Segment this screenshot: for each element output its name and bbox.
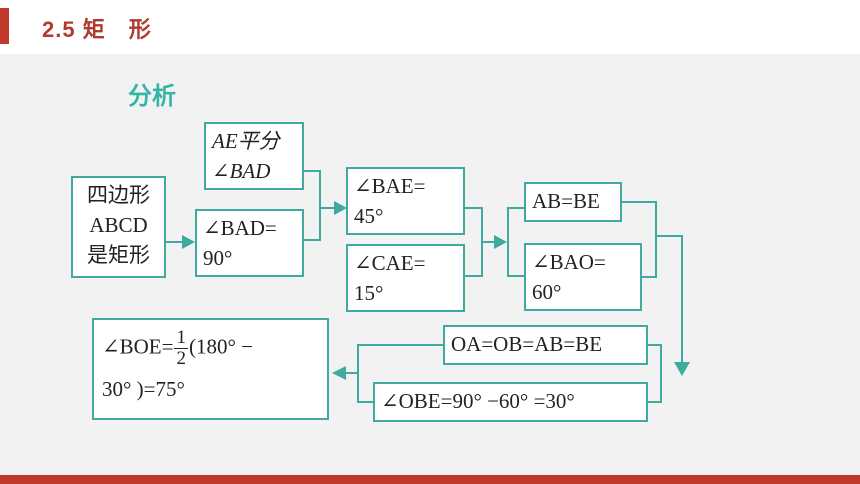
header-accent-bar [0, 8, 9, 44]
boe-suffix: (180° − [188, 334, 253, 359]
box-bad-90: ∠BAD= 90° [195, 209, 304, 277]
boe-numerator: 1 [174, 327, 188, 349]
box-cae-15: ∠CAE= 15° [346, 244, 465, 312]
box-ab-eq-be: AB=BE [524, 182, 622, 222]
boe-prefix: ∠BOE= [102, 334, 174, 359]
box-obe-30: ∠OBE=90° −60° =30° [373, 382, 648, 422]
box-ae-bisects-bad: AE平分 ∠BAD [204, 122, 304, 190]
footer-accent-bar [0, 475, 860, 484]
boe-denominator: 2 [176, 348, 186, 369]
boe-line-2: 30° )=75° [102, 377, 185, 401]
box-bao-60: ∠BAO= 60° [524, 243, 642, 311]
analysis-label: 分析 [128, 83, 176, 110]
page-title: 2.5 矩 形 [42, 17, 152, 42]
box-oa-ob-ab-be: OA=OB=AB=BE [443, 325, 648, 365]
box-rectangle-given: 四边形 ABCD 是矩形 [71, 176, 166, 278]
box-bae-45: ∠BAE= 45° [346, 167, 465, 235]
